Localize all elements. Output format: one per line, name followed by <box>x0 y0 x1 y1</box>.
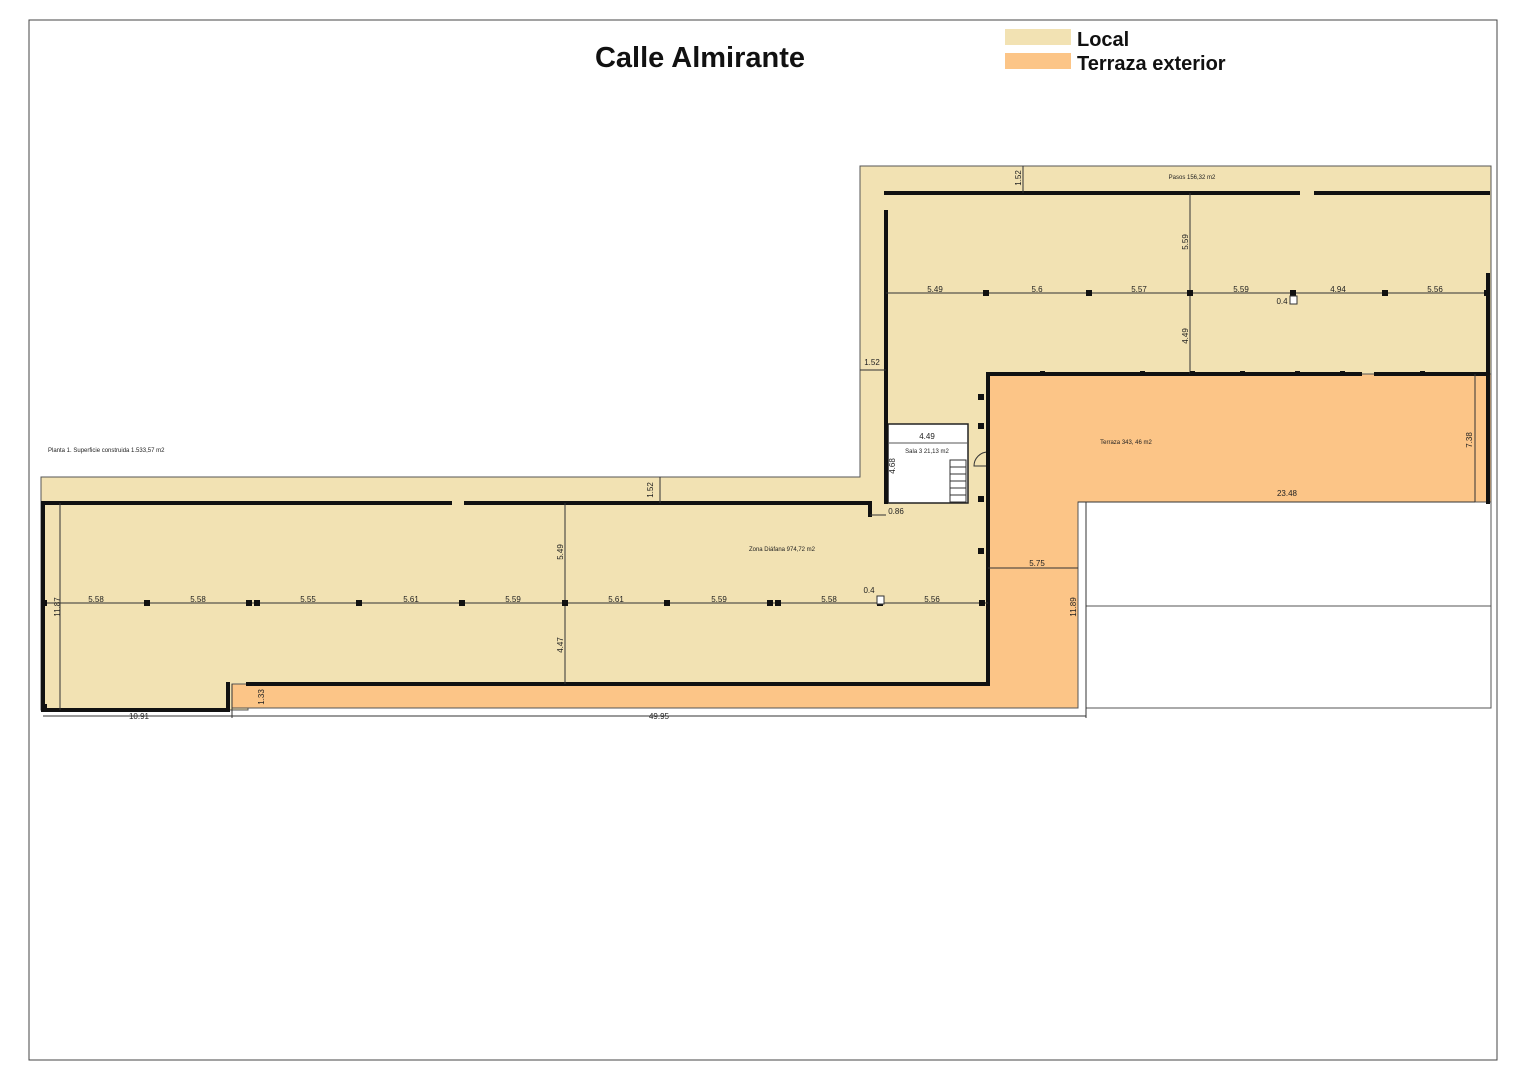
plan-title: Calle Almirante <box>595 42 805 74</box>
dim-label: 11.89 <box>1069 597 1078 617</box>
dim-label: 1.52 <box>646 482 655 498</box>
dim-label: 5.59 <box>1181 234 1190 250</box>
dim-label: 7.38 <box>1465 432 1474 448</box>
dim-label: 0.4 <box>1276 297 1288 306</box>
dim-label: 5.75 <box>1029 559 1045 568</box>
dim-label: 1.33 <box>257 689 266 705</box>
dim-label: 5.61 <box>608 595 624 604</box>
dim-label: 10.91 <box>129 712 150 721</box>
legend-swatch-local <box>1005 29 1071 45</box>
dim-label: 5.55 <box>300 595 316 604</box>
dim-label: 5.59 <box>1233 285 1249 294</box>
dim-label: 4.49 <box>1181 328 1190 344</box>
dim-label: 5.49 <box>556 544 565 560</box>
room-label-zona: Zona Diáfana 974,72 m2 <box>749 547 816 553</box>
dim-label: 5.56 <box>1427 285 1443 294</box>
dim-label: 4.94 <box>1330 285 1346 294</box>
dim-label: 5.61 <box>403 595 419 604</box>
dim-label: 0.4 <box>863 586 875 595</box>
column-detail-lower <box>876 595 885 605</box>
dim-label: 5.58 <box>88 595 104 604</box>
dim-label: 1.52 <box>864 358 880 367</box>
column-detail-upper <box>1289 295 1298 305</box>
dim-label: 5.57 <box>1131 285 1147 294</box>
dim-label: 5.59 <box>711 595 727 604</box>
dim-label: 5.49 <box>927 285 943 294</box>
room-label-pasos: Pasos 156,32 m2 <box>1169 175 1216 181</box>
dim-label: 49.95 <box>649 712 670 721</box>
dim-label: 11.87 <box>53 597 62 617</box>
floor-caption: Planta 1. Superficie construida 1.533,57… <box>48 448 165 454</box>
door-swing <box>973 451 989 467</box>
adjacent-block <box>1085 501 1492 709</box>
dim-label: 5.56 <box>924 595 940 604</box>
page-frame <box>28 19 1498 1061</box>
dim-label: 23.48 <box>1277 489 1298 498</box>
legend-label-terrace: Terraza exterior <box>1077 53 1226 75</box>
dim-label: 4.49 <box>919 432 935 441</box>
columns-upper <box>978 290 1490 554</box>
legend-swatch-terrace <box>1005 53 1071 69</box>
stairs <box>949 459 967 503</box>
dim-label: 5.58 <box>821 595 837 604</box>
dim-label: 5.6 <box>1031 285 1043 294</box>
dim-label: 5.58 <box>190 595 206 604</box>
room-label-sala: Sala 3 21,13 m2 <box>905 449 949 455</box>
room-label-terraza: Terraza 343, 46 m2 <box>1100 440 1152 446</box>
dim-label: 4.68 <box>888 458 897 474</box>
sala-3-room <box>887 423 969 504</box>
dim-label: 5.59 <box>505 595 521 604</box>
dim-label: 1.52 <box>1014 170 1023 186</box>
dim-label: 4.47 <box>556 637 565 653</box>
legend-label-local: Local <box>1077 29 1129 51</box>
dim-label: 0.86 <box>888 507 904 516</box>
